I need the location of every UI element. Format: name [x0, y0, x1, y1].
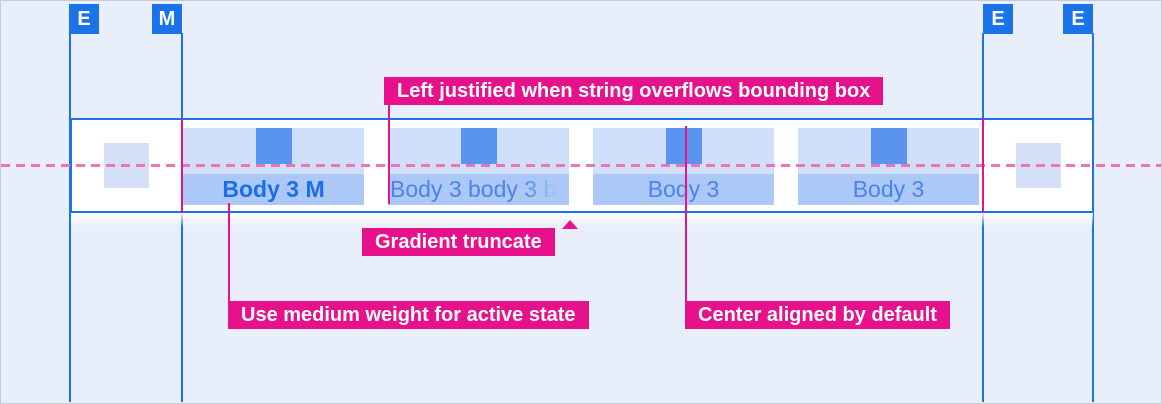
- annotation-gradient-truncate: Gradient truncate: [362, 228, 555, 256]
- tab-icon-area: [798, 128, 979, 174]
- tab-icon-placeholder: [665, 128, 702, 164]
- tab-icon-area: [183, 128, 364, 174]
- measure-label-e-left: E: [69, 4, 99, 34]
- tab-label: Body 3: [798, 174, 979, 205]
- measure-guide-line-left-e: [69, 33, 71, 402]
- tab-bar-glow: [71, 213, 1093, 227]
- tab-label-truncated: Body 3 body 3 b: [388, 174, 569, 205]
- tab-icon-placeholder: [870, 128, 907, 164]
- measure-guide-line-right-e2: [1092, 33, 1094, 402]
- tab-label: Body 3 M: [183, 174, 364, 205]
- annotation-center-aligned: Center aligned by default: [685, 301, 950, 329]
- tab-default-1[interactable]: Body 3: [593, 126, 774, 205]
- annotation-medium-weight: Use medium weight for active state: [228, 301, 589, 329]
- tab-label: Body 3: [593, 174, 774, 205]
- tab-icon-area: [593, 128, 774, 174]
- tab-icon-area: [388, 128, 569, 174]
- annotation-line-medium-weight: [228, 203, 230, 301]
- tab-label-solid-part: Body 3 body: [390, 176, 525, 202]
- annotation-left-justified: Left justified when string overflows bou…: [384, 77, 884, 105]
- center-baseline-dashed-line: [1, 164, 1161, 167]
- tab-icon-placeholder: [255, 128, 292, 164]
- annotation-line-center-aligned: [685, 126, 687, 301]
- measure-label-e-right-2: E: [1063, 4, 1093, 34]
- content-edge-marker-left: [181, 118, 183, 213]
- measure-label-m: M: [152, 4, 182, 34]
- measure-label-e-right-1: E: [983, 4, 1013, 34]
- annotation-caret-up-icon: [562, 220, 578, 229]
- content-edge-marker-right: [982, 118, 984, 213]
- annotation-line-left-justified: [388, 104, 390, 204]
- tab-label-faded-part: 3 b: [524, 176, 557, 202]
- tab-icon-placeholder: [460, 128, 497, 164]
